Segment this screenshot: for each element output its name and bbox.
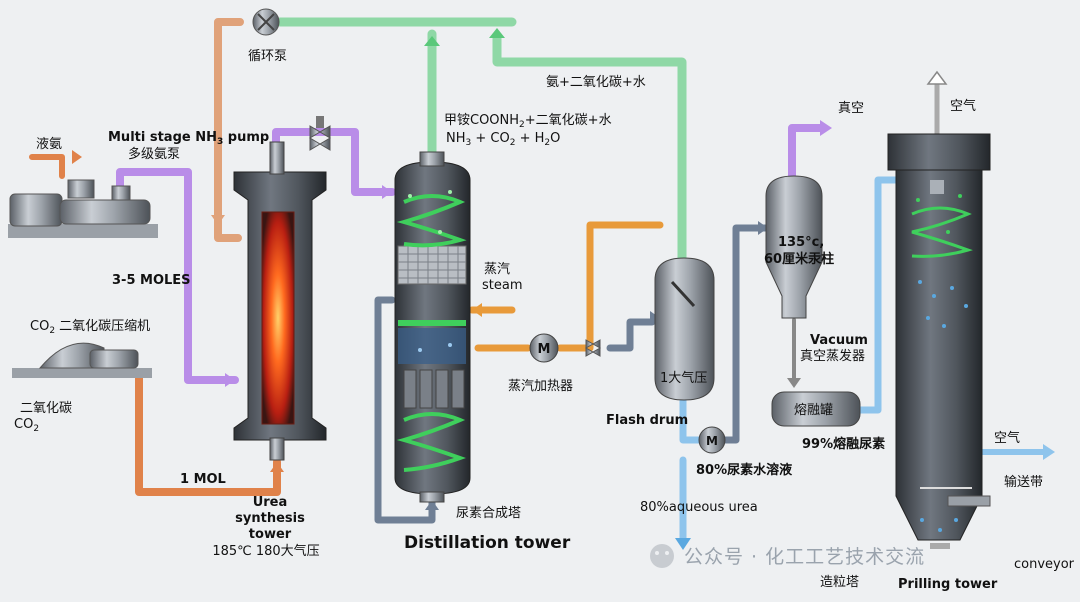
steam-to-flash — [556, 221, 664, 352]
ammonia-pump — [8, 179, 158, 238]
arrow-urea-up — [425, 500, 439, 510]
co2-recycle-pipe — [214, 18, 244, 242]
arrow-to-melt — [787, 378, 801, 388]
label-multistage-pump-en: Multi stage NH3 pump — [108, 130, 269, 147]
arrow-liq-nh3 — [72, 150, 82, 164]
label-conveyor-en: conveyor — [1014, 557, 1075, 572]
label-urea-99: 99%熔融尿素 — [802, 436, 885, 452]
label-co2-cn: 二氧化碳 — [20, 401, 72, 416]
nh3-top-line — [272, 128, 396, 196]
arrow-down-recycle — [211, 215, 225, 225]
arrow-nh3-top — [382, 185, 392, 199]
steam-heater: M — [529, 333, 559, 363]
flash-valve — [584, 339, 602, 357]
urea-bottom-loop — [374, 296, 436, 524]
label-steam-en: steam — [482, 278, 523, 293]
arrow-air-out — [1043, 444, 1055, 460]
label-urea-tower-3: tower — [249, 527, 292, 542]
label-liquid-ammonia: 液氨 — [36, 137, 62, 152]
vacuum-line — [788, 124, 826, 182]
arrow-air-up — [926, 70, 948, 85]
label-melt-tank: 熔融罐 — [794, 403, 833, 418]
labels: 循环泵 氨+二氧化碳+水 液氨 Multi stage NH3 pump 多级氨… — [14, 49, 1075, 592]
pipes — [29, 17, 1048, 544]
label-prilling-en: Prilling tower — [898, 577, 998, 592]
label-co2-en: CO2 — [14, 417, 39, 434]
arrow-to-evap — [758, 221, 768, 235]
label-flash-drum: Flash drum — [606, 413, 688, 428]
flash-drum — [654, 257, 715, 401]
svg-text:M: M — [538, 342, 551, 357]
label-vacuum-top: 真空 — [838, 101, 864, 116]
co2-feed-pipe — [135, 368, 281, 496]
arrow-steam-in — [472, 303, 482, 317]
liquid-ammonia-pipe — [29, 154, 65, 179]
label-air-right: 空气 — [994, 430, 1020, 446]
label-urea-tower-2: synthesis — [235, 511, 305, 526]
label-prilling-cn: 造粒塔 — [820, 575, 859, 590]
arrow-aqueous — [675, 538, 691, 550]
arrow-up-gas — [424, 36, 440, 46]
label-hg-60: 60厘米汞柱 — [764, 251, 834, 267]
urea-flash-to-pump — [606, 318, 656, 352]
label-ammonia-gas-water: 氨+二氧化碳+水 — [546, 75, 646, 90]
watermark: 公众号 · 化工工艺技术交流 — [650, 544, 925, 568]
arrow-vacuum — [820, 120, 832, 136]
label-one-mol: 1 MOL — [180, 472, 226, 487]
flash-drain — [679, 396, 704, 444]
label-one-atm: 1大气压 — [660, 370, 707, 386]
label-steam-heater: 蒸汽加热器 — [508, 379, 573, 394]
label-carbamate: 甲铵COONH2+二氧化碳+水 — [444, 113, 612, 130]
arrow-up-co2 — [270, 462, 284, 472]
co2-compressor — [12, 342, 152, 378]
nh3-pump-out — [116, 168, 239, 384]
flow-arrows — [72, 28, 1055, 550]
label-distillation: Distillation tower — [404, 533, 571, 553]
label-circ-pump: 循环泵 — [248, 49, 287, 64]
label-co2-compressor: CO2 二氧化碳压缩机 — [30, 318, 150, 336]
label-urea-synth-cn: 尿素合成塔 — [456, 506, 521, 521]
label-vacuum-en: Vacuum — [810, 333, 868, 348]
top-valve — [309, 116, 331, 151]
label-conveyor-cn: 输送带 — [1004, 474, 1043, 490]
label-multistage-pump-cn: 多级氨泵 — [128, 146, 180, 162]
label-urea-tower-1: Urea — [253, 495, 288, 510]
circulation-pump — [252, 8, 280, 36]
label-vacuum-evap-cn: 真空蒸发器 — [800, 348, 865, 364]
label-equation: NH3 + CO2 + H2O — [446, 131, 560, 148]
arrow-nh3-in — [225, 373, 235, 387]
label-temp-135: 135°c, — [778, 235, 824, 250]
prilling-tower — [887, 133, 991, 549]
label-aqueous-urea: 80%aqueous urea — [640, 500, 758, 515]
label-air-top: 空气 — [950, 98, 976, 114]
svg-text:M: M — [706, 434, 718, 448]
gas-down-right — [492, 31, 687, 273]
label-moles: 3-5 MOLES — [112, 273, 191, 288]
distillation-tower — [394, 151, 471, 503]
urea-pump-to-evap — [718, 224, 772, 444]
urea-synthesis-tower — [233, 141, 327, 461]
vacuum-evaporator — [765, 175, 823, 319]
urea-pump: M — [698, 426, 726, 454]
melt-tank — [771, 391, 861, 427]
arrow-up-gas-2 — [489, 28, 505, 38]
watermark-text: 公众号 · 化工工艺技术交流 — [684, 546, 925, 568]
label-urea-tower-4: 185℃ 180大气压 — [212, 543, 319, 559]
label-urea-80-cn: 80%尿素水溶液 — [696, 462, 792, 478]
label-steam-cn: 蒸汽 — [484, 262, 510, 277]
